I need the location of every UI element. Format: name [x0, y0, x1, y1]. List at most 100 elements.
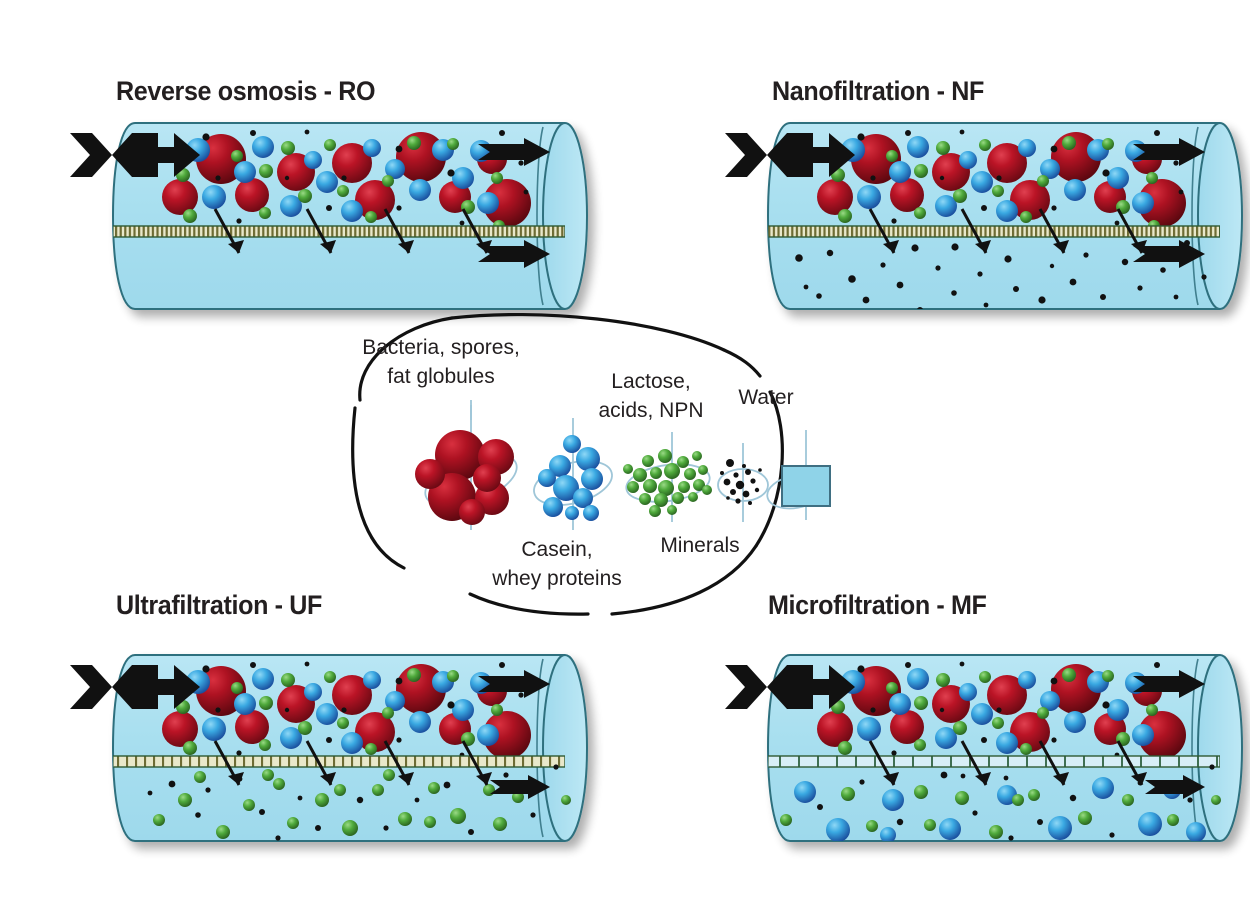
- fat-globule: [332, 675, 372, 715]
- npn-dot: [1003, 775, 1009, 781]
- npn-dot: [383, 825, 389, 831]
- panel-ro[interactable]: [70, 122, 588, 310]
- mineral-particle: [398, 812, 412, 826]
- npn-dot: [1038, 296, 1046, 304]
- legend-label-lactose-line2: acids, NPN: [598, 399, 703, 422]
- casein-particle: [316, 703, 338, 725]
- casein-particle: [959, 683, 977, 701]
- npn-dot: [215, 707, 221, 713]
- npn-dot: [905, 130, 911, 136]
- membrane-nf: [768, 225, 1220, 238]
- casein-particle: [889, 693, 911, 715]
- npn-dot: [1051, 737, 1057, 743]
- mineral-particle: [450, 808, 466, 824]
- npn-dot: [939, 707, 945, 713]
- npn-dot: [896, 818, 904, 826]
- npn-dot: [1102, 701, 1110, 709]
- membrane-mf: [768, 755, 1220, 768]
- casein-particle: [857, 185, 881, 209]
- legend-marker-lactose: [623, 432, 712, 522]
- casein-particle: [971, 171, 993, 193]
- panel-title-mf: Microfiltration - MF: [768, 590, 987, 620]
- npn-dot: [905, 662, 911, 668]
- npn-dot: [284, 175, 290, 181]
- npn-dot: [396, 737, 402, 743]
- mineral-particle: [194, 771, 206, 783]
- npn-dot: [356, 796, 364, 804]
- npn-dot: [1109, 832, 1115, 838]
- casein-particle: [939, 818, 961, 840]
- mineral-particle: [838, 209, 852, 223]
- npn-dot: [326, 205, 332, 211]
- panel-uf[interactable]: [70, 654, 588, 842]
- npn-dot: [459, 220, 465, 226]
- legend-marker-water: [766, 430, 831, 520]
- uf-contents: [113, 661, 565, 841]
- npn-dot: [848, 275, 856, 283]
- casein-particle: [280, 727, 302, 749]
- mineral-particle: [1078, 811, 1092, 825]
- mineral-particle: [914, 785, 928, 799]
- mf-flux-arrowheads: [883, 772, 1147, 785]
- npn-dot: [499, 130, 505, 136]
- npn-dot: [1051, 205, 1057, 211]
- npn-dot: [859, 779, 865, 785]
- mineral-particle: [1062, 668, 1076, 682]
- mineral-particle: [365, 743, 377, 755]
- mineral-particle: [259, 739, 271, 751]
- panel-mf[interactable]: [725, 654, 1243, 843]
- npn-dot: [857, 665, 865, 673]
- mineral-particle: [337, 185, 349, 197]
- casein-particle: [1132, 724, 1154, 746]
- npn-dot: [959, 129, 965, 135]
- mineral-particle: [183, 741, 197, 755]
- mineral-particle: [298, 721, 312, 735]
- npn-dot: [817, 804, 823, 810]
- casein-particle: [363, 671, 381, 689]
- npn-dot: [1121, 258, 1129, 266]
- mineral-particle: [1211, 795, 1221, 805]
- mineral-particle: [382, 707, 394, 719]
- mineral-particle: [1020, 211, 1032, 223]
- npn-dot: [202, 133, 210, 141]
- mineral-particle: [989, 825, 1003, 839]
- casein-particle: [202, 185, 226, 209]
- mineral-particle: [1012, 794, 1024, 806]
- mineral-particle: [334, 784, 346, 796]
- npn-dot: [977, 271, 983, 277]
- casein-particle: [959, 151, 977, 169]
- panel-nf[interactable]: [725, 122, 1243, 313]
- mineral-particle: [992, 185, 1004, 197]
- mineral-particle: [324, 671, 336, 683]
- mineral-particle: [955, 791, 969, 805]
- npn-dot: [1173, 294, 1179, 300]
- casein-particle: [452, 167, 474, 189]
- mineral-particle: [407, 136, 421, 150]
- legend-label-bacteria-line1: Bacteria, spores,: [362, 336, 520, 359]
- mineral-particle: [936, 673, 950, 687]
- casein-particle: [363, 139, 381, 157]
- npn-dot: [996, 707, 1002, 713]
- npn-dot: [996, 175, 1002, 181]
- mineral-particle: [287, 817, 299, 829]
- panel-title-nf: Nanofiltration - NF: [772, 76, 984, 106]
- legend-label-water: Water: [738, 386, 793, 409]
- casein-particle: [452, 699, 474, 721]
- npn-dot: [326, 737, 332, 743]
- legend-marker-minerals: [717, 443, 769, 522]
- mineral-particle: [178, 793, 192, 807]
- npn-dot: [1187, 797, 1193, 803]
- npn-dot: [395, 677, 403, 685]
- casein-particle: [996, 732, 1018, 754]
- mineral-particle: [493, 817, 507, 831]
- legend-group: Bacteria, spores, fat globules Lactose, …: [351, 312, 831, 616]
- mineral-particle: [324, 139, 336, 151]
- npn-dot: [959, 661, 965, 667]
- npn-dot: [1137, 285, 1143, 291]
- panel-title-uf: Ultrafiltration - UF: [116, 590, 322, 620]
- mineral-particle: [924, 819, 936, 831]
- mineral-particle: [838, 741, 852, 755]
- mineral-particle: [424, 816, 436, 828]
- mineral-particle: [483, 784, 495, 796]
- mineral-particle: [231, 150, 243, 162]
